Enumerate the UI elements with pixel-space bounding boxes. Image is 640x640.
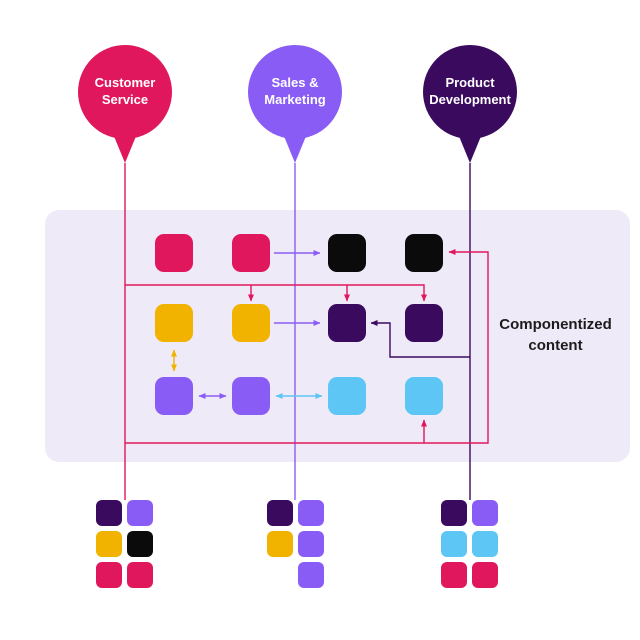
mini-square: [298, 562, 324, 588]
mini-square: [267, 500, 293, 526]
mini-square: [441, 531, 467, 557]
mini-square: [472, 531, 498, 557]
mini-square: [472, 562, 498, 588]
balloon-label-product-development: Product Development: [429, 75, 511, 107]
balloon-label-customer-service: Customer Service: [94, 75, 156, 107]
mini-square: [298, 531, 324, 557]
mini-square: [96, 562, 122, 588]
mini-square: [96, 500, 122, 526]
mini-square: [472, 500, 498, 526]
balloon-label-sales-marketing: Sales & Marketing: [264, 75, 326, 107]
mini-square: [127, 562, 153, 588]
mini-square: [441, 562, 467, 588]
mini-square: [441, 500, 467, 526]
mini-square: [96, 531, 122, 557]
balloon-circle: Customer Service: [78, 45, 172, 139]
mini-square: [127, 500, 153, 526]
mini-square: [298, 500, 324, 526]
balloon-sales-marketing: Sales & Marketing: [248, 45, 342, 165]
balloon-product-development: Product Development: [423, 45, 517, 165]
mini-square: [127, 531, 153, 557]
balloon-circle: Sales & Marketing: [248, 45, 342, 139]
balloon-customer-service: Customer Service: [78, 45, 172, 165]
mini-square: [267, 531, 293, 557]
balloon-circle: Product Development: [423, 45, 517, 139]
panel-label: Componentized content: [499, 316, 612, 354]
